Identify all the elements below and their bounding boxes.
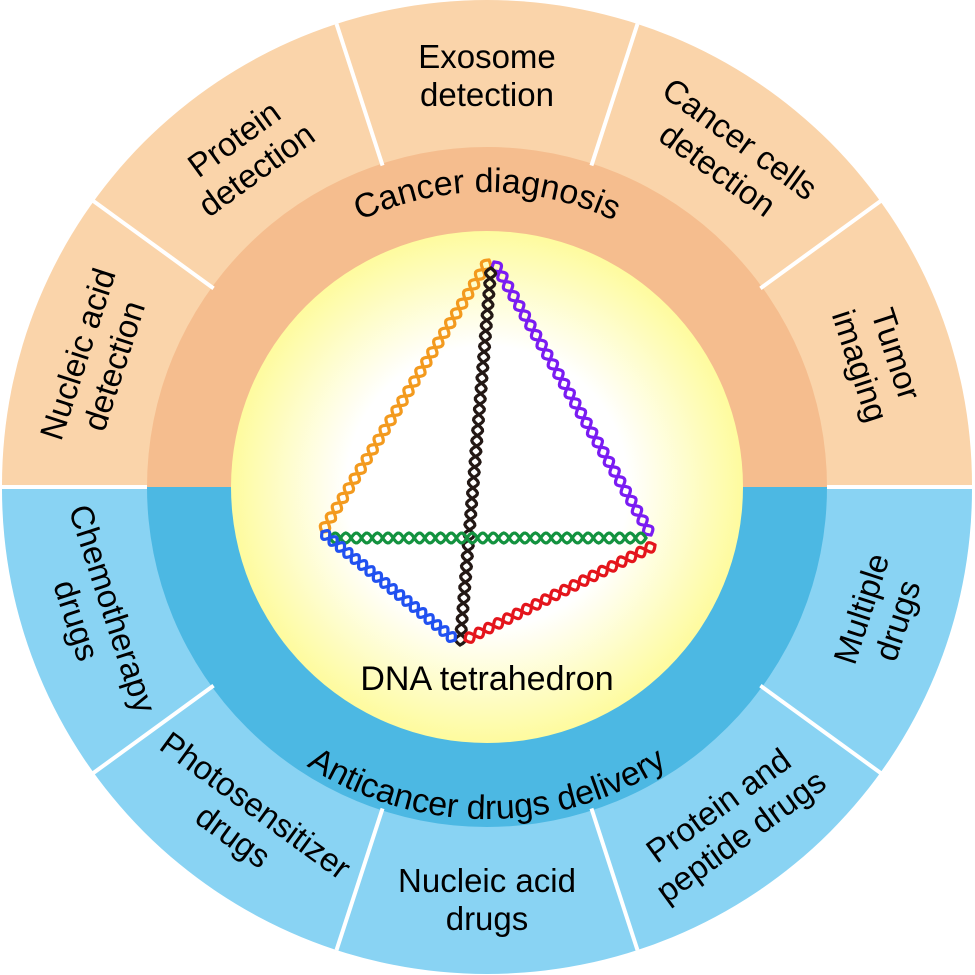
segment-divider	[91, 684, 215, 775]
core-circle	[231, 231, 743, 743]
dna-tetrahedron-icon	[318, 258, 657, 647]
segment-label-line: Nucleic acid	[398, 862, 576, 899]
segment-label-line: detection	[420, 76, 554, 113]
orange-strand	[318, 258, 493, 534]
red-strand	[463, 541, 657, 644]
segment-dividers	[91, 23, 883, 951]
segment-label-line: Exosome	[418, 38, 556, 75]
purple-strand	[490, 260, 655, 537]
black-strand	[453, 266, 498, 647]
green-strand	[328, 531, 648, 545]
segment-divider	[91, 199, 215, 290]
segment-divider	[334, 23, 385, 167]
segment-divider	[589, 807, 640, 951]
segment-label-line: drugs	[446, 900, 529, 937]
center-label: DNA tetrahedron	[360, 660, 613, 698]
segment-divider	[759, 684, 883, 775]
blue-strand	[319, 528, 458, 644]
segment-divider	[589, 23, 640, 167]
segment-divider	[334, 807, 385, 951]
segment-divider	[759, 199, 883, 290]
